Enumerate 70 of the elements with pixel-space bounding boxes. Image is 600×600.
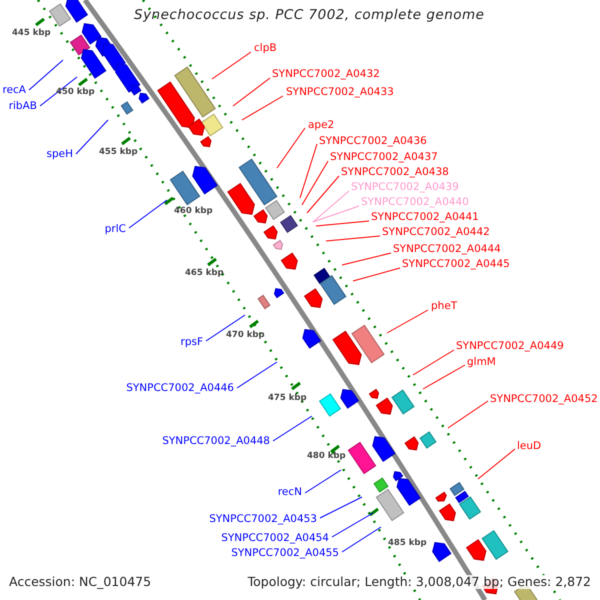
- gene-label: SYNPCC7002_A0449: [456, 340, 564, 352]
- gene-label: SYNPCC7002_A0453: [209, 513, 317, 525]
- gene-label: leuD: [517, 440, 542, 452]
- leader-line: [28, 60, 64, 90]
- gene-label: speH: [46, 148, 73, 160]
- leader-line: [76, 120, 108, 154]
- leader-line: [306, 176, 340, 214]
- leader-line: [448, 400, 488, 428]
- gene-label: SYNPCC7002_A0442: [382, 226, 490, 238]
- accession-note: Accession: NC_010475: [9, 575, 152, 589]
- gene-label: SYNPCC7002_A0438: [341, 166, 449, 178]
- leader-line: [422, 364, 466, 390]
- gene-label: SYNPCC7002_A0455: [231, 547, 339, 559]
- leader-line: [342, 252, 392, 266]
- gene-label: ribAB: [8, 100, 37, 112]
- gene-label: SYNPCC7002_A0437: [330, 151, 438, 163]
- scale-label: 460 kbp: [174, 206, 213, 216]
- genome-stats: Topology: circular; Length: 3,008,047 bp; Genes: 2,872: [248, 575, 591, 589]
- leader-line: [412, 350, 454, 376]
- leader-line: [304, 470, 342, 494]
- gene-label: ape2: [308, 119, 334, 131]
- leader-line: [312, 190, 350, 222]
- gene-label: SYNPCC7002_A0445: [402, 258, 510, 270]
- leader-line: [300, 144, 318, 198]
- scale-label: 480 kbp: [307, 451, 346, 461]
- leader-line: [302, 160, 328, 206]
- gene-label: SYNPCC7002_A0441: [371, 211, 479, 223]
- leader-line: [236, 362, 278, 388]
- scale-label: 475 kbp: [268, 393, 307, 403]
- leader-line: [212, 52, 252, 80]
- leader-line: [352, 268, 400, 282]
- gene-label: SYNPCC7002_A0436: [319, 135, 427, 147]
- map-title: Synechococcus sp. PCC 7002, complete genome: [134, 7, 484, 23]
- leader-line: [276, 128, 306, 168]
- gene-label: rpsF: [180, 336, 203, 348]
- gene-label: SYNPCC7002_A0444: [393, 243, 501, 255]
- gene-label: SYNPCC7002_A0440: [361, 196, 469, 208]
- leader-line: [320, 496, 362, 518]
- scale-label: 450 kbp: [56, 87, 95, 97]
- leader-line: [128, 200, 168, 228]
- scale-label: 465 kbp: [185, 268, 224, 278]
- gene-label: recA: [2, 84, 26, 96]
- gene-label: recN: [278, 486, 302, 498]
- leader-line: [232, 78, 270, 106]
- scale-label: 445 kbp: [12, 28, 51, 38]
- scale-label: 455 kbp: [99, 147, 138, 157]
- gene-label: prlC: [104, 223, 126, 235]
- leader-line: [40, 76, 78, 106]
- leader-line: [316, 220, 370, 226]
- gene-label: SYNPCC7002_A0452: [490, 393, 598, 405]
- gene-label: glmM: [467, 356, 496, 368]
- gene-label: SYNPCC7002_A0454: [221, 532, 329, 544]
- gene-label: SYNPCC7002_A0432: [272, 68, 380, 80]
- gene-label: pheT: [431, 300, 458, 312]
- scale-label: 470 kbp: [226, 330, 265, 340]
- leader-line: [242, 96, 284, 120]
- gene-label: SYNPCC7002_A0446: [126, 382, 234, 394]
- gene-label: SYNPCC7002_A0439: [351, 181, 459, 193]
- leader-line: [342, 526, 382, 552]
- leader-line: [478, 448, 516, 480]
- scale-label: 485 kbp: [388, 538, 427, 548]
- leader-line: [312, 206, 360, 222]
- leader-line: [206, 314, 246, 342]
- gene-label: clpB: [254, 42, 277, 54]
- leader-line: [386, 310, 428, 334]
- gene-label: SYNPCC7002_A0448: [162, 435, 270, 447]
- leader-line: [326, 236, 380, 242]
- leader-line: [272, 416, 312, 442]
- gene-label: SYNPCC7002_A0433: [286, 86, 394, 98]
- leader-line: [332, 512, 374, 538]
